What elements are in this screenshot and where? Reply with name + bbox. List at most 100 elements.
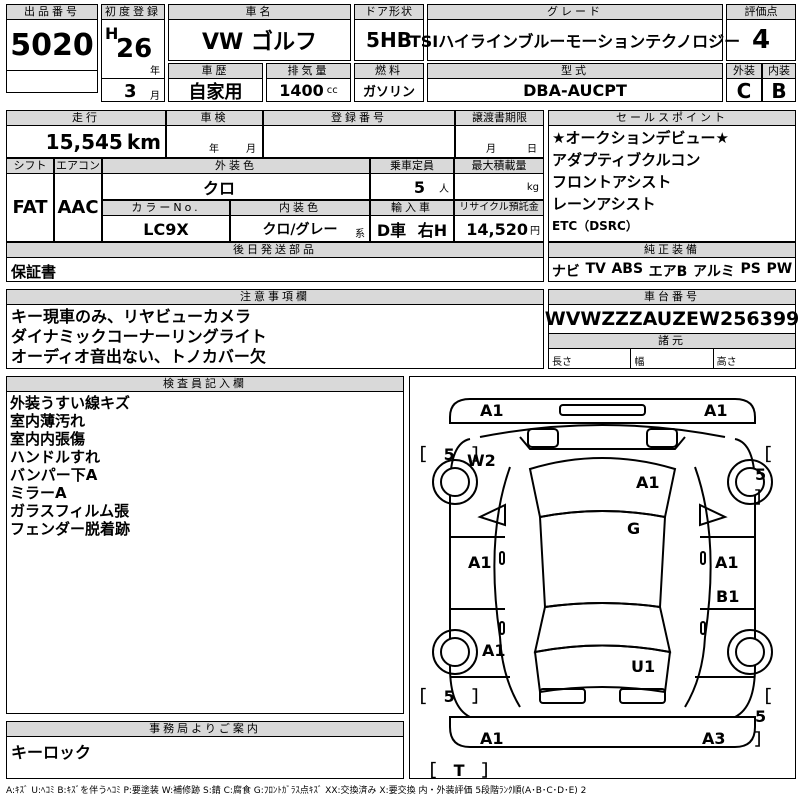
ac: AAC	[57, 196, 99, 218]
equip-item: エアB	[648, 264, 688, 280]
displacement: 1400	[279, 81, 324, 100]
transfer-box: 譲渡書期限 月 日	[455, 110, 544, 158]
mark-w2: W2	[467, 451, 496, 470]
mark-right-rear-door: B1	[716, 587, 740, 606]
shift-label: シフト	[7, 159, 53, 174]
model: DBA-AUCPT	[523, 81, 627, 100]
history-box: 車歴 自家用	[168, 63, 263, 103]
import-box: 輸入車 D車 右H	[370, 200, 454, 242]
shift-box: シフト FAT	[6, 158, 54, 242]
reg-year: 26	[116, 34, 153, 64]
equip-item: PW	[766, 261, 793, 277]
chassis-number: WVWZZZAUZEW256399	[544, 308, 800, 330]
int-color: クロ/グレー	[262, 222, 338, 238]
inspector-line: ハンドルすれ	[10, 448, 101, 466]
displacement-unit: cc	[326, 85, 338, 96]
height-label: 高さ	[716, 357, 737, 368]
inspection-label: 車検	[167, 111, 262, 126]
sales-line: ETC（DSRC）	[552, 219, 638, 233]
chassis-box: 車台番号 WVWZZZAUZEW256399 諸元 長さ 幅 高さ	[544, 289, 800, 369]
car-outline-svg	[432, 398, 773, 748]
note-line: キー現車のみ、リヤビューカメラ	[11, 307, 252, 326]
load-box: 最大積載量 kg	[454, 158, 544, 200]
sales-points-box: セールスポイント ★オークションデビュー★ アダプティブクルコン フロントアシス…	[548, 110, 796, 242]
inspector-line: ミラーA	[10, 484, 67, 502]
sales-line: フロントアシスト	[552, 173, 672, 191]
color-no-box: カラーNo. LC9X	[102, 200, 230, 242]
inspection-month-unit: 月	[246, 144, 256, 155]
recycle-box: リサイクル預託金 14,520 円	[454, 200, 544, 242]
ext-grade-label: 外装	[727, 64, 761, 79]
car-name-box: 車名 VW ゴルフ	[168, 4, 351, 61]
capacity-label: 乗車定員	[371, 159, 453, 174]
ext-grade: C	[736, 78, 752, 103]
inspector-line: 室内内張傷	[10, 430, 86, 448]
mark-front-left: A1	[480, 401, 504, 420]
mileage-box: 走行 15,545 km	[6, 110, 166, 158]
equip-item: ナビ	[551, 264, 580, 280]
mark-left-door: A1	[468, 553, 492, 572]
fuel-label: 燃料	[355, 64, 423, 79]
later-parts: 保証書	[11, 263, 57, 281]
mark-front-right: A1	[704, 401, 728, 420]
note-line: ダイナミックコーナーリングライト	[11, 327, 267, 346]
office-label: 事務局よりご案内	[7, 722, 403, 737]
era: H	[105, 24, 119, 43]
office-text: キーロック	[11, 743, 92, 762]
displacement-box: 排気量 1400 cc	[266, 63, 351, 102]
transfer-label: 譲渡書期限	[456, 111, 543, 126]
capacity-box: 乗車定員 5 人	[370, 158, 454, 200]
grade-box: グレード TSIハイラインブルーモーションテクノロジー	[409, 4, 741, 61]
equip-item: PS	[740, 261, 761, 277]
sales-points-label: セールスポイント	[549, 111, 795, 126]
int-grade: B	[771, 78, 787, 103]
door-box: ドア形状 5HB	[354, 4, 424, 61]
inspector-line: 外装うすい線キズ	[10, 394, 131, 412]
inspector-line: ガラスフィルム張	[10, 502, 130, 520]
load-label: 最大積載量	[455, 159, 543, 174]
note-line: オーディオ音出ない、トノカバー欠	[11, 347, 266, 366]
length-label: 長さ	[549, 349, 632, 369]
transfer-month-unit: 月	[486, 144, 496, 155]
mark-rear-left: A1	[480, 729, 504, 748]
month-unit: 月	[150, 91, 160, 102]
mileage: 15,545	[45, 130, 123, 154]
score-label: 評価点	[727, 5, 795, 20]
equipment-label: 純正装備	[549, 243, 795, 258]
int-color-suffix: 系	[355, 229, 365, 240]
inspector-label: 検査員記入欄	[7, 377, 403, 392]
int-grade-label: 内装	[763, 64, 795, 79]
equip-item: アルミ	[692, 264, 735, 280]
lot-number: 5020	[10, 27, 94, 63]
mark-trunk: U1	[631, 657, 656, 676]
history-label: 車歴	[169, 64, 262, 79]
color-no-label: カラーNo.	[103, 201, 229, 216]
recycle-unit: 円	[530, 225, 540, 237]
color: クロ	[203, 179, 236, 198]
tire-front-right: ［ 5 ］	[755, 445, 778, 507]
int-color-label: 内装色	[231, 201, 369, 216]
car-diagram: A1 A1 ［ 5 ］ ［ 5 ］ W2 A1 G A1 A1 B1 A1 U1…	[409, 376, 796, 780]
inspector-line: フェンダー脱着跡	[10, 520, 131, 538]
sales-line: レーンアシスト	[552, 195, 656, 213]
car-name-label: 車名	[169, 5, 350, 20]
grade: TSIハイラインブルーモーションテクノロジー	[409, 32, 741, 51]
mileage-unit: km	[126, 130, 161, 154]
inspection-box: 車検 年 月	[166, 110, 263, 158]
year-unit: 年	[150, 66, 160, 77]
recycle: 14,520	[466, 219, 528, 239]
sales-line: アダプティブクルコン	[552, 151, 701, 169]
inspection-year-unit: 年	[209, 144, 219, 155]
model-label: 型式	[428, 64, 722, 79]
drive: D車	[376, 221, 407, 240]
notes-box: 注意事項欄 キー現車のみ、リヤビューカメラ ダイナミックコーナーリングライト オ…	[6, 289, 544, 369]
legend: A:ｷｽﾞ U:ﾍｺﾐ B:ｷｽﾞを伴うﾍｺﾐ P:要塗装 W:補修跡 S:錆 …	[6, 786, 587, 796]
recycle-label: リサイクル預託金	[455, 201, 543, 216]
inspector-box: 検査員記入欄 外装うすい線キズ 室内薄汚れ 室内内張傷 ハンドルすれ バンパー下…	[6, 376, 404, 714]
load-unit: kg	[526, 181, 539, 193]
int-grade-box: 内装 B	[762, 63, 796, 103]
later-parts-label: 後日発送部品	[7, 243, 543, 258]
import-label: 輸入車	[371, 201, 453, 216]
equip-item: TV	[585, 261, 606, 277]
chassis-label: 車台番号	[549, 290, 795, 305]
